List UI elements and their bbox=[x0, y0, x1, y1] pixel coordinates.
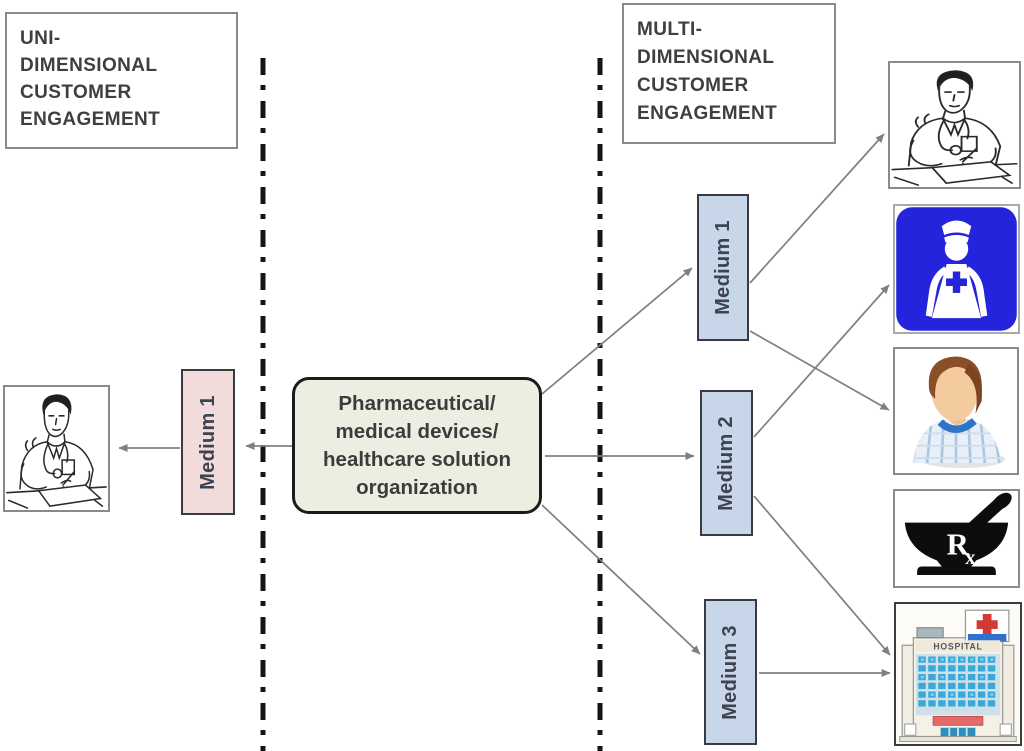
physician-left-icon bbox=[3, 385, 110, 512]
right-medium-3-node: Medium 3 bbox=[704, 599, 757, 745]
arrow-org-to-right-medium1 bbox=[541, 267, 693, 395]
arrow-medium2-to-nurse bbox=[753, 284, 890, 438]
left-medium-1-node: Medium 1 bbox=[181, 369, 235, 515]
organization-node: Pharmaceutical/ medical devices/ healthc… bbox=[292, 377, 542, 514]
arrow-org-to-right-medium3 bbox=[541, 504, 701, 655]
rx-symbol-x: x bbox=[965, 546, 976, 569]
arrow-medium2-to-hospital bbox=[753, 495, 891, 656]
right-medium-2-label: Medium 2 bbox=[715, 415, 738, 511]
patient-icon bbox=[893, 347, 1019, 475]
physician-right-icon bbox=[888, 61, 1021, 189]
hospital-sign-label: HOSPITAL bbox=[933, 642, 982, 652]
uni-dimensional-section-label: UNI- DIMENSIONAL CUSTOMER ENGAGEMENT bbox=[5, 12, 238, 149]
rx-symbol-r: R bbox=[947, 527, 970, 561]
arrow-medium1-to-physician bbox=[749, 133, 885, 284]
pharmacy-icon: R x bbox=[893, 489, 1020, 588]
multi-dimensional-section-label: MULTI- DIMENSIONAL CUSTOMER ENGAGEMENT bbox=[622, 3, 836, 144]
arrow-medium1-to-patient bbox=[749, 330, 890, 411]
nurse-icon bbox=[893, 204, 1020, 334]
hospital-icon: HOSPITAL bbox=[894, 602, 1022, 746]
right-medium-3-label: Medium 3 bbox=[719, 624, 742, 720]
right-medium-2-node: Medium 2 bbox=[700, 390, 753, 536]
left-medium-1-label: Medium 1 bbox=[196, 394, 219, 490]
right-medium-1-label: Medium 1 bbox=[711, 220, 734, 315]
right-medium-1-node: Medium 1 bbox=[697, 194, 749, 341]
